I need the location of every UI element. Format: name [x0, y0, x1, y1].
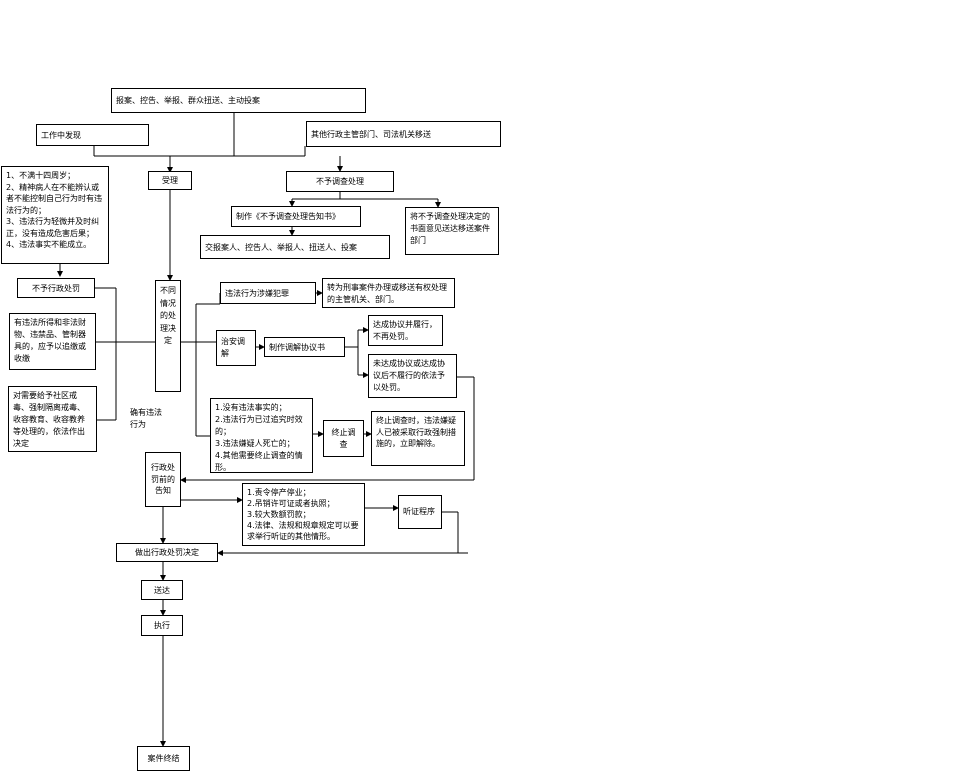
execute-box: 执行: [141, 615, 183, 636]
agreement-failed-box: 未达成协议或达成协议后不履行的依法予以处罚。: [368, 354, 457, 398]
terminate-conditions-box: 1.没有违法事实的； 2.违法行为已过追究时效的； 3.违法嫌疑人死亡的； 4.…: [210, 398, 313, 473]
deliver-notice-box: 交报案人、控告人、举报人、扭送人、投案: [200, 235, 390, 259]
hearing-conditions-box: 1.责令停产停业； 2.吊销许可证或者执照； 3.较大数额罚款； 4.法律、法规…: [242, 483, 365, 546]
report-box: 报案、控告、举报、群众扭送、主动投案: [111, 88, 366, 113]
suspected-crime-box: 违法行为涉嫌犯罪: [220, 282, 316, 304]
has-violation-label: 确有违法行为: [130, 408, 162, 429]
found-box: 工作中发现: [36, 124, 149, 146]
hearing-box: 听证程序: [398, 495, 442, 529]
terminate-box: 终止调查: [323, 420, 364, 457]
release-measures-box: 终止调查时，违法嫌疑人已被采取行政强制措施的，立即解除。: [371, 411, 465, 466]
serve-box: 送达: [141, 580, 183, 600]
make-decision-box: 做出行政处罚决定: [116, 543, 218, 562]
close-box: 案件终结: [137, 746, 190, 771]
transfer-criminal-box: 转为刑事案件办理或移送有权处理的主管机关、部门。: [322, 278, 455, 308]
confiscate-box: 有违法所得和非法财物、违禁品、管制器具的，应予以追缴或收缴: [9, 313, 96, 370]
send-opinion-box: 将不予调查处理决定的书面意见送达移送案件部门: [405, 207, 499, 255]
no-penalty-box: 不予行政处罚: [17, 278, 95, 298]
no-investigate-box: 不予调查处理: [286, 171, 394, 192]
make-notice-box: 制作《不予调查处理告知书》: [231, 206, 361, 227]
decision-by-situation-box: 不同情况的处理决定: [155, 280, 181, 392]
accept-box: 受理: [148, 171, 192, 190]
exemptions-box: 1、不满十四周岁； 2、精神病人在不能辨认或者不能控制自己行为时有违法行为的； …: [1, 166, 109, 264]
agreement-reached-box: 达成协议并履行，不再处罚。: [368, 315, 443, 346]
notify-before-penalty-box: 行政处罚前的告知: [145, 452, 181, 507]
make-agreement-box: 制作调解协议书: [264, 337, 345, 357]
community-box: 对需要给予社区戒毒、强制隔离戒毒、收容教育、收容教养等处理的，依法作出决定: [8, 386, 97, 452]
transfer-box: 其他行政主管部门、司法机关移送: [306, 121, 501, 147]
mediation-box: 治安调解: [216, 330, 256, 366]
